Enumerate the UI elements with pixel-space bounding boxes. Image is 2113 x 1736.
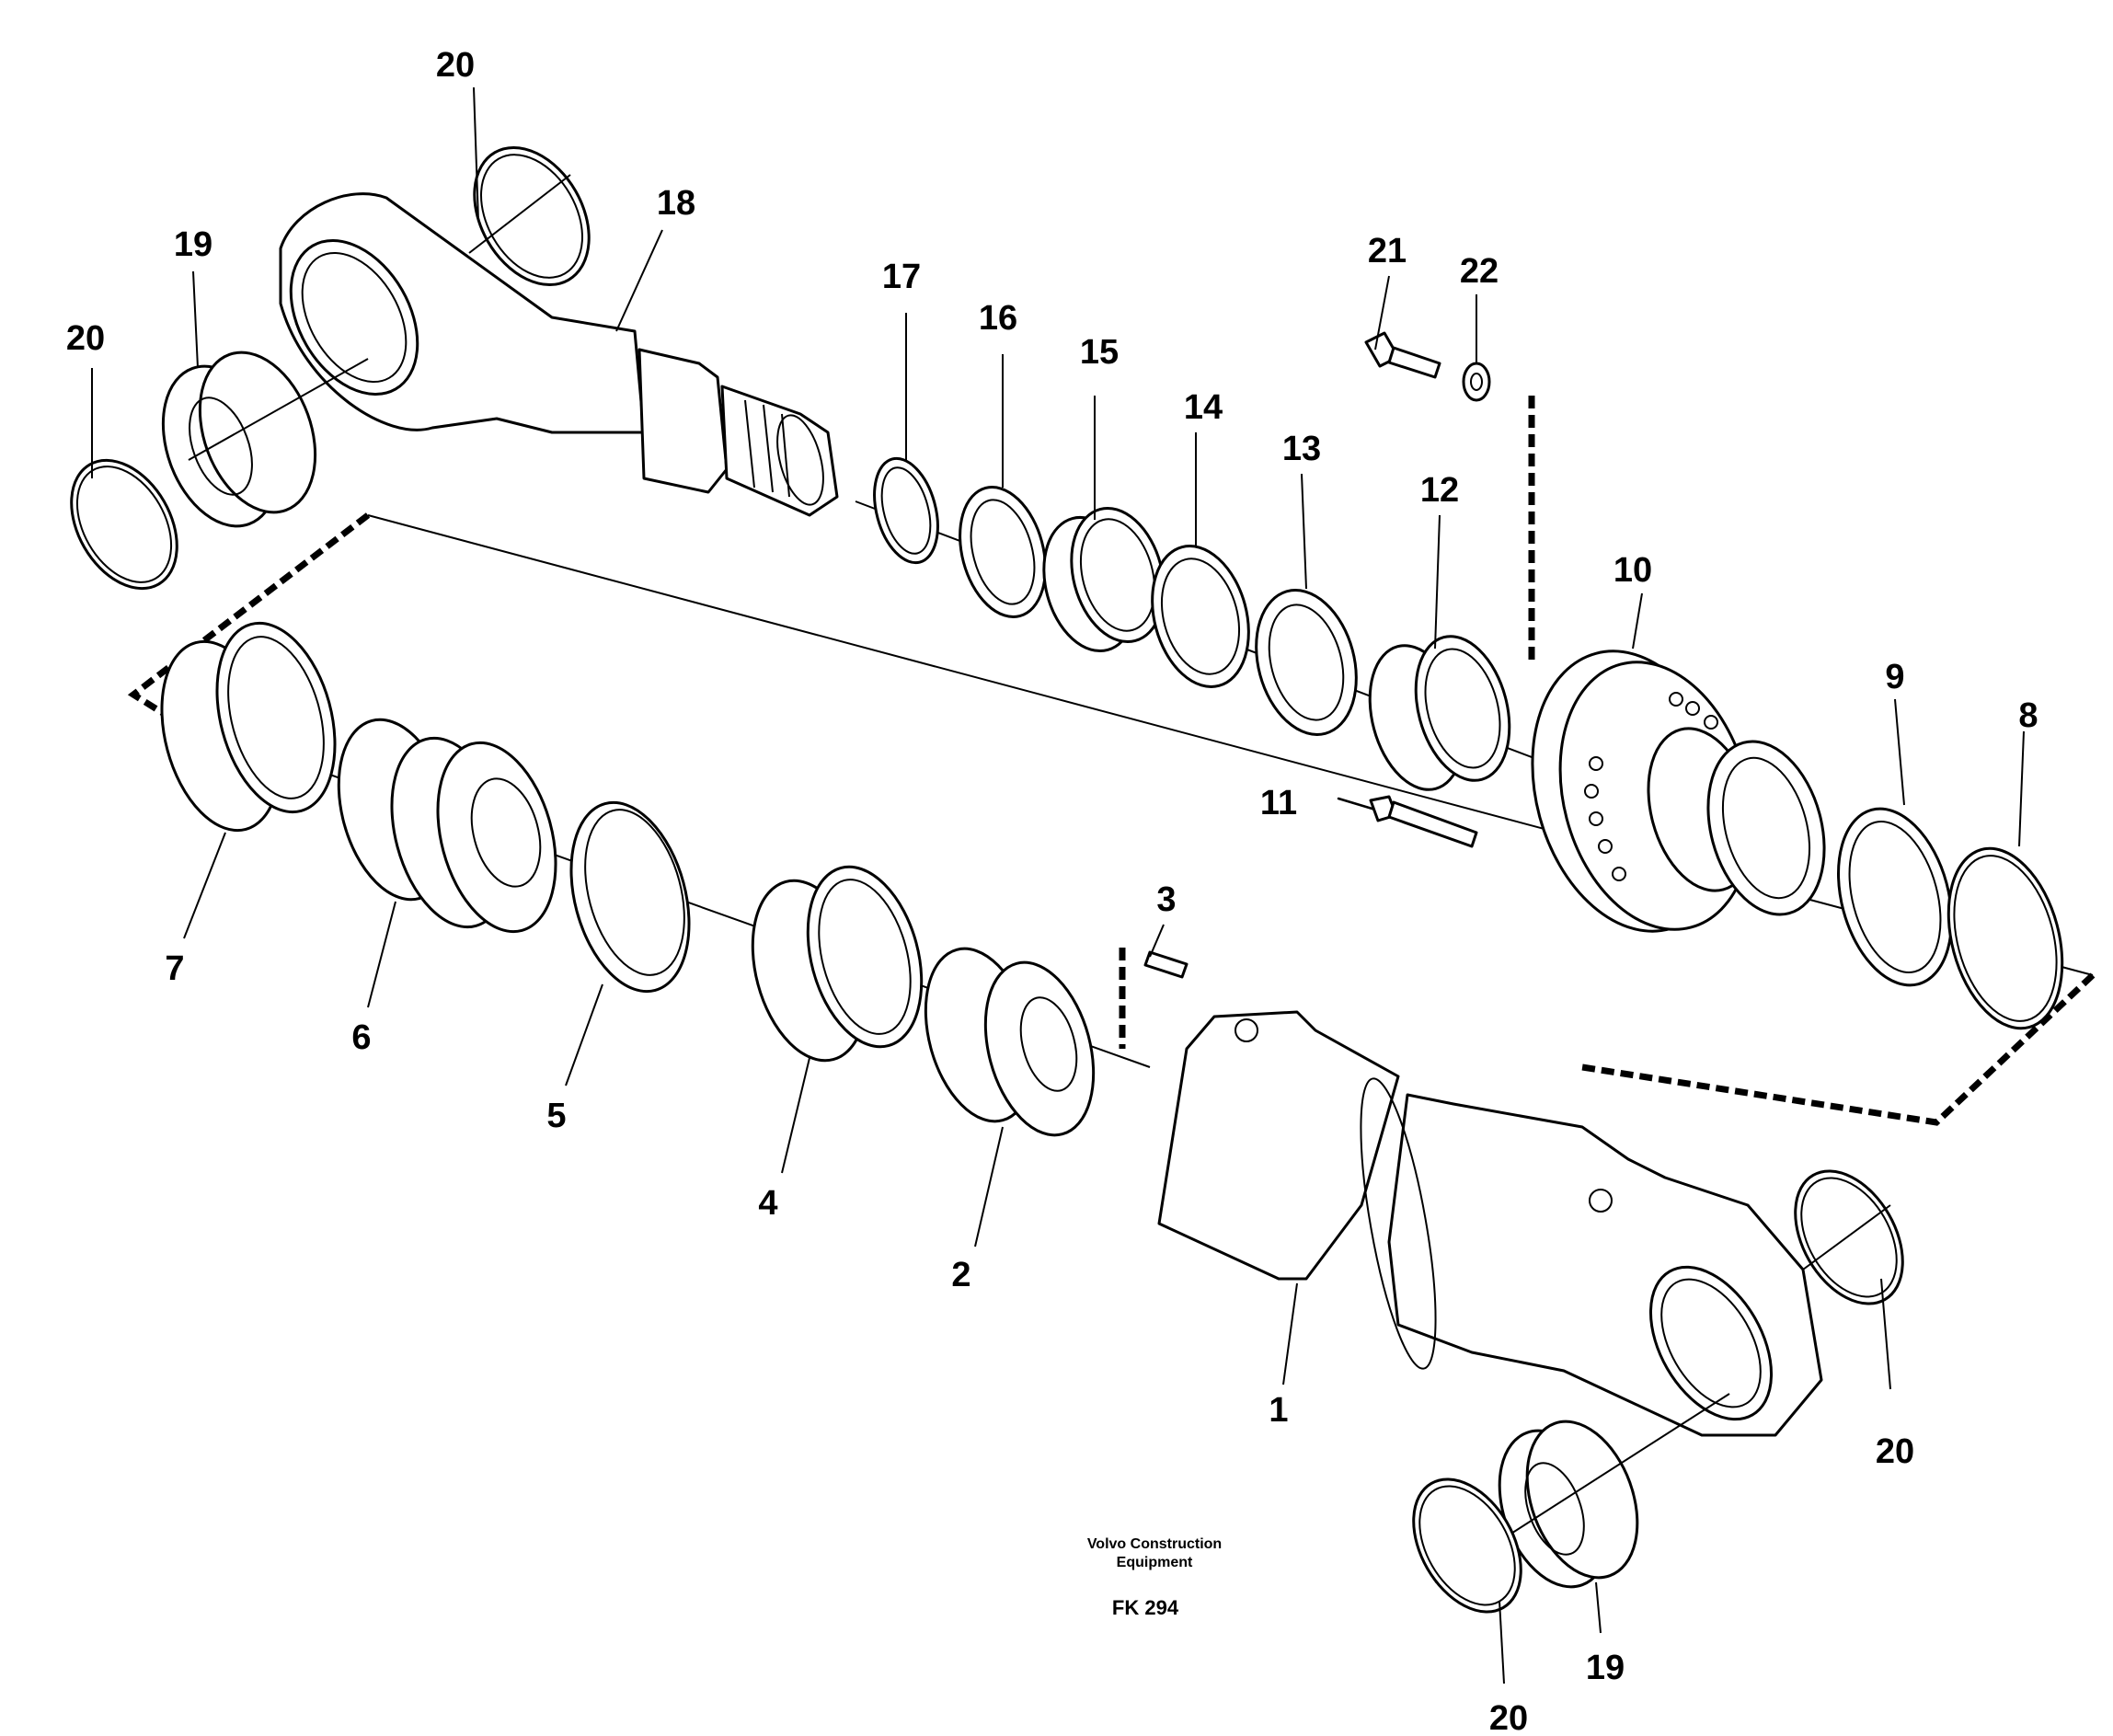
label-part-13: 13: [1282, 430, 1321, 468]
wiper-part-13: [1255, 589, 1358, 736]
bolt-part-11: [1337, 795, 1478, 848]
label-part-6: 6: [351, 1018, 371, 1057]
piston-part-6: [337, 718, 557, 934]
piston-nut-part-2: [924, 947, 1096, 1137]
bushing-part-15: [1042, 506, 1166, 653]
seal-part-5: [569, 800, 691, 994]
figure-code: FK 294: [1112, 1596, 1179, 1619]
seal-part-17: [873, 456, 939, 565]
circlip-part-20-top: [468, 145, 591, 287]
label-part-4: 4: [758, 1184, 777, 1223]
bearing-part-19-lower: [1434, 1393, 1730, 1589]
label-part-19-upper: 19: [174, 225, 212, 264]
cylinder-tube-part-1: [1157, 1010, 1823, 1437]
guide-part-12: [1368, 635, 1511, 791]
label-part-22: 22: [1460, 252, 1499, 291]
label-part-20-right: 20: [1876, 1432, 1914, 1471]
caption-line-2: Equipment: [1117, 1555, 1193, 1570]
label-part-20-left: 20: [66, 319, 105, 358]
leader-lines: [91, 86, 2025, 1684]
label-part-5: 5: [546, 1097, 566, 1135]
label-part-7: 7: [165, 949, 184, 988]
label-part-2: 2: [951, 1256, 970, 1294]
caption-line-1: Volvo Construction: [1087, 1536, 1222, 1552]
label-part-20-bottom: 20: [1489, 1699, 1528, 1736]
cylinder-head-part-10: [1531, 650, 1826, 933]
label-part-15: 15: [1080, 333, 1119, 372]
bearing-part-19-upper: [161, 351, 369, 528]
label-part-1: 1: [1269, 1391, 1288, 1430]
label-part-3: 3: [1156, 880, 1176, 919]
label-part-20-top: 20: [436, 46, 475, 85]
label-part-12: 12: [1420, 471, 1459, 510]
label-part-9: 9: [1885, 658, 1904, 696]
label-part-18: 18: [657, 184, 695, 223]
seal-part-14: [1151, 545, 1250, 688]
seal-part-9: [1837, 807, 1953, 987]
label-part-11: 11: [1260, 784, 1297, 822]
label-part-17: 17: [882, 258, 921, 296]
label-part-8: 8: [2018, 696, 2038, 735]
label-part-14: 14: [1184, 388, 1223, 427]
piston-rod-part-18: [279, 192, 839, 517]
label-part-10: 10: [1613, 551, 1652, 590]
guide-ring-part-4: [751, 865, 924, 1063]
washer-part-22: [1462, 362, 1491, 402]
bolt-part-21: [1364, 331, 1441, 379]
ring-part-16: [959, 486, 1047, 618]
label-part-16: 16: [979, 299, 1017, 338]
circlip-part-20-right: [1794, 1169, 1904, 1305]
bushing-part-7: [160, 621, 337, 833]
set-screw-part-3: [1143, 950, 1189, 979]
label-part-19-lower: 19: [1586, 1649, 1625, 1687]
o-ring-part-8: [1946, 846, 2064, 1030]
label-part-21: 21: [1368, 232, 1407, 270]
